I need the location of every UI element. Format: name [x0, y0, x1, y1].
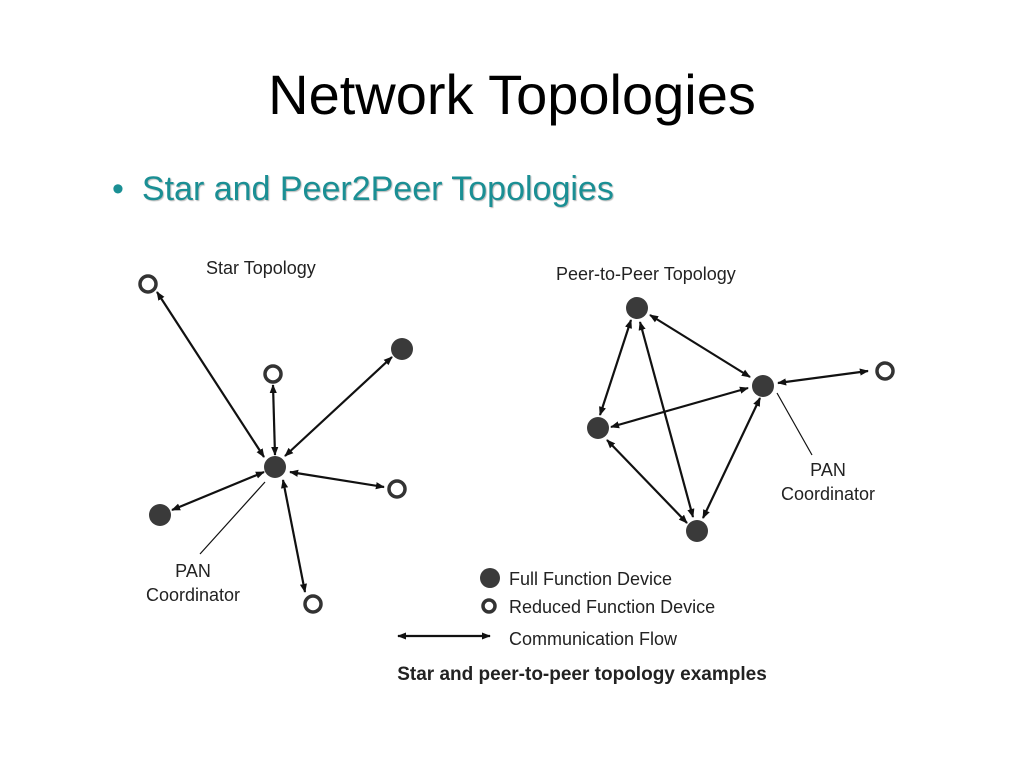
figure-caption: Star and peer-to-peer topology examples	[397, 664, 767, 685]
p2p-link	[638, 321, 695, 518]
star-link	[171, 470, 265, 512]
legend-reduced-function: Reduced Function Device	[509, 597, 715, 617]
reduced-function-node	[303, 594, 323, 614]
p2p-link	[598, 319, 633, 416]
full-function-node	[626, 297, 648, 319]
full-function-node	[391, 338, 413, 360]
p2p-coordinator-pointer	[776, 392, 813, 456]
reduced-function-node	[263, 364, 283, 384]
bullet-text: Star and Peer2Peer Topologies	[141, 170, 614, 208]
reduced-function-node	[875, 361, 895, 381]
p2p-link	[606, 439, 688, 524]
star-topology-title: Star Topology	[206, 258, 316, 278]
p2p-link	[777, 368, 869, 386]
star-pan-label: PAN	[175, 561, 211, 581]
star-link	[156, 291, 265, 458]
p2p-link	[610, 386, 749, 429]
p2p-link	[649, 314, 751, 378]
star-coordinator-node	[264, 456, 286, 478]
bullet-item: • Star and Peer2Peer Topologies	[112, 170, 614, 209]
p2p-coordinator-node	[752, 375, 774, 397]
reduced-function-legend-icon	[481, 598, 497, 614]
bullet-icon: •	[112, 170, 124, 208]
full-function-node	[686, 520, 708, 542]
legend-full-function: Full Function Device	[509, 569, 672, 589]
slide-title: Network Topologies	[268, 63, 756, 126]
p2p-link	[702, 397, 761, 519]
star-link	[289, 469, 385, 490]
star-link	[281, 479, 307, 593]
p2p-coordinator-label: Coordinator	[781, 484, 875, 504]
star-coordinator-pointer	[199, 481, 266, 555]
full-function-node	[587, 417, 609, 439]
p2p-topology-title: Peer-to-Peer Topology	[556, 264, 736, 284]
p2p-topology: Peer-to-Peer Topology PAN Coordinator	[556, 264, 895, 542]
star-link	[284, 356, 393, 457]
full-function-node	[149, 504, 171, 526]
legend-communication-flow: Communication Flow	[509, 629, 678, 649]
reduced-function-node	[138, 274, 158, 294]
star-coordinator-label: Coordinator	[146, 585, 240, 605]
full-function-legend-icon	[480, 568, 500, 588]
reduced-function-node	[387, 479, 407, 499]
legend: Full Function Device Reduced Function De…	[397, 568, 715, 649]
star-topology: Star Topology PAN Coordinator	[138, 258, 413, 614]
p2p-pan-label: PAN	[810, 460, 846, 480]
star-link	[269, 384, 279, 456]
